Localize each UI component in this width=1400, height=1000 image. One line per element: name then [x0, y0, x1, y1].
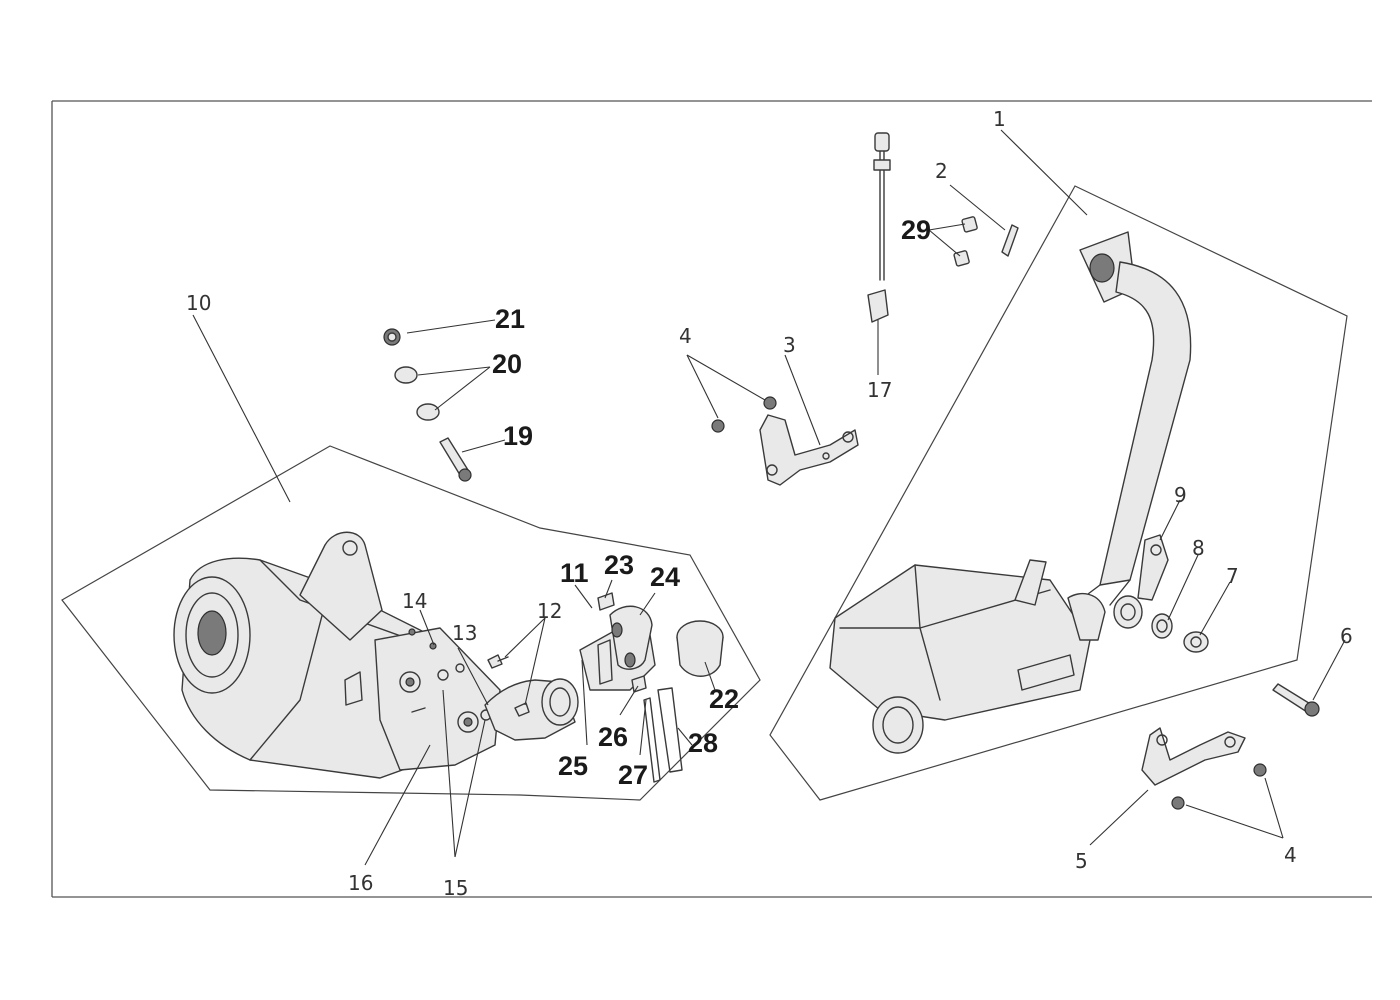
mounting-hardware-19-20-21 [383, 328, 472, 482]
callout-17: 17 [867, 378, 892, 402]
heat-shield-part-16 [374, 627, 501, 771]
callout-22: 22 [709, 684, 739, 714]
callout-27: 27 [618, 760, 648, 790]
callout-4-bottom: 4 [1284, 843, 1297, 867]
diagram-frame [51, 100, 1372, 898]
nuts-part-4-bottom [1171, 763, 1267, 810]
callout-19: 19 [503, 421, 533, 451]
bracket-part-5 [1141, 727, 1246, 786]
left-assembly-outline [61, 445, 761, 801]
spring-part-27-28 [643, 687, 683, 783]
callout-23: 23 [604, 550, 634, 580]
sensor-part-17 [867, 132, 891, 323]
callout-25: 25 [558, 751, 588, 781]
callout-21: 21 [495, 304, 525, 334]
leader-lines [192, 129, 1346, 866]
right-assembly-outline [769, 185, 1348, 801]
callout-20: 20 [492, 349, 522, 379]
callout-12: 12 [537, 599, 562, 623]
callout-3: 3 [783, 333, 796, 357]
callout-15: 15 [443, 876, 468, 900]
callout-8: 8 [1192, 536, 1205, 560]
callout-16: 16 [348, 871, 373, 895]
callout-7: 7 [1226, 564, 1239, 588]
gasket-part-22 [676, 620, 724, 677]
callout-2: 2 [935, 159, 948, 183]
callout-13: 13 [452, 621, 477, 645]
nuts-part-4-top [711, 396, 777, 433]
callout-6: 6 [1340, 624, 1353, 648]
pipe-joint-part-25 [484, 678, 579, 741]
small-bolts-13-14 [408, 628, 492, 721]
pin-part-2 [1001, 224, 1019, 257]
bolt-part-6 [1272, 683, 1320, 717]
callout-24: 24 [650, 562, 680, 592]
clamp-parts-23-24-26 [579, 592, 656, 693]
callout-labels: 1 2 3 4 4 5 6 7 8 9 10 11 12 13 14 15 16… [186, 107, 1353, 900]
callout-14: 14 [402, 589, 427, 613]
silencer-right [829, 559, 1106, 754]
exhaust-pipe-part-1 [1079, 231, 1192, 606]
callout-26: 26 [598, 722, 628, 752]
gasket-parts-7-8-9 [1113, 534, 1209, 653]
callout-4-top: 4 [679, 324, 692, 348]
callout-5: 5 [1075, 849, 1088, 873]
bolts-part-12 [487, 654, 530, 717]
callout-11: 11 [560, 558, 589, 588]
callout-1: 1 [993, 107, 1006, 131]
callout-28: 28 [688, 728, 718, 758]
callout-10: 10 [186, 291, 211, 315]
callout-29: 29 [901, 215, 931, 245]
nuts-part-29 [953, 216, 978, 267]
bracket-part-3 [759, 414, 859, 486]
callout-9: 9 [1174, 483, 1187, 507]
